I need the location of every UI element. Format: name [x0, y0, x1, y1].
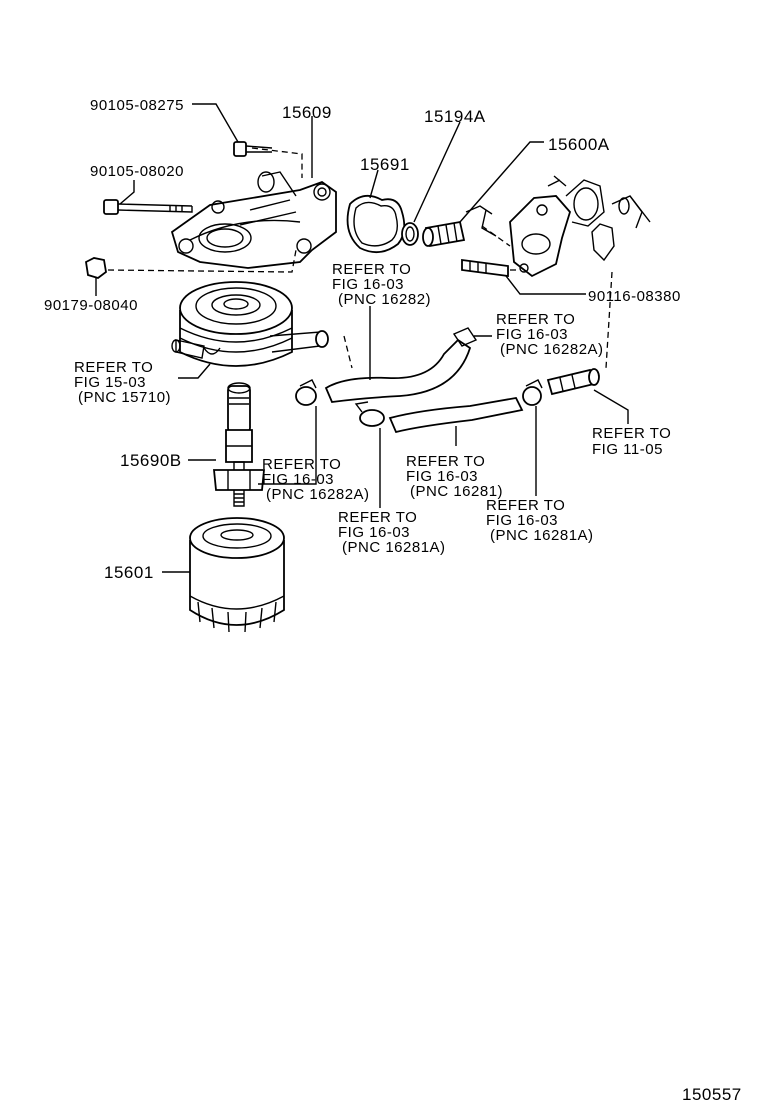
ref-line-3: (PNC 16282A)	[500, 341, 604, 358]
ref-line-1: REFER TO	[338, 509, 417, 526]
ref-line-3: (PNC 16281)	[410, 483, 503, 500]
ref-line-1: REFER TO	[262, 456, 341, 473]
o-ring-15194A	[401, 222, 419, 246]
label-15194A: 15194A	[424, 107, 486, 126]
ref-line-1: REFER TO	[592, 425, 671, 442]
gasket-15691	[346, 194, 406, 254]
illustration-number: 150557	[682, 1085, 742, 1104]
label-90105-08275: 90105-08275	[90, 97, 184, 114]
label-15609: 15609	[282, 103, 332, 122]
ref-line-2: FIG 11-05	[592, 441, 663, 458]
ref-line-1: REFER TO	[406, 453, 485, 470]
ref-line-2: FIG 16-03	[332, 276, 404, 293]
ref-line-2: FIG 16-03	[486, 512, 558, 529]
bolt-90105-08020	[103, 199, 193, 215]
ref-pnc-15710: REFER TO FIG 15-03 (PNC 15710)	[74, 359, 171, 406]
ref-fig-11-05: REFER TO FIG 11-05	[592, 425, 671, 458]
ref-line-3: (PNC 16282)	[338, 291, 431, 308]
ref-line-1: REFER TO	[332, 261, 411, 278]
ref-pnc-16281: REFER TO FIG 16-03 (PNC 16281)	[406, 453, 503, 500]
housing-assembly	[465, 175, 651, 278]
ref-pnc-16281A-right: REFER TO FIG 16-03 (PNC 16281A)	[486, 497, 594, 544]
ref-line-2: FIG 16-03	[262, 471, 334, 488]
union-bolt-15690B	[213, 382, 265, 507]
hose-clamp-left-lower	[354, 401, 385, 427]
bolt-90105-08275	[233, 141, 273, 157]
label-90179-08040: 90179-08040	[44, 297, 138, 314]
hose-clamp-right	[522, 379, 543, 406]
ref-line-3: (PNC 16281A)	[342, 539, 446, 556]
label-90105-08020: 90105-08020	[90, 163, 184, 180]
ref-line-3: (PNC 15710)	[78, 389, 171, 406]
oil-filter-15601	[189, 517, 285, 633]
hose-16282	[324, 327, 478, 403]
ref-pnc-16282A-low: REFER TO FIG 16-03 (PNC 16282A)	[262, 456, 370, 503]
oil-cooler-cover	[170, 171, 337, 269]
ref-line-1: REFER TO	[74, 359, 153, 376]
ref-line-1: REFER TO	[496, 311, 575, 328]
ref-line-2: FIG 16-03	[338, 524, 410, 541]
leader-lines	[95, 103, 629, 573]
label-90116-08380: 90116-08380	[588, 288, 681, 305]
nut-90179-08040	[85, 257, 107, 279]
ref-line-3: (PNC 16282A)	[266, 486, 370, 503]
ref-line-2: FIG 16-03	[406, 468, 478, 485]
stud-90116-08380	[461, 258, 520, 278]
ref-pnc-16282A-top: REFER TO FIG 16-03 (PNC 16282A)	[496, 311, 604, 358]
ref-line-1: REFER TO	[486, 497, 565, 514]
label-15600A: 15600A	[548, 135, 610, 154]
oil-cooler	[171, 281, 329, 367]
hose-clamp-left-upper	[295, 379, 317, 406]
pipe-fitting-11-05	[546, 368, 600, 396]
label-15691: 15691	[360, 155, 410, 174]
ref-line-2: FIG 15-03	[74, 374, 146, 391]
ref-line-3: (PNC 16281A)	[490, 527, 594, 544]
ref-pnc-16281A-left: REFER TO FIG 16-03 (PNC 16281A)	[338, 509, 446, 556]
ref-line-2: FIG 16-03	[496, 326, 568, 343]
label-15690B: 15690B	[120, 451, 182, 470]
labels: 90105-08275 15609 15194A 15600A 15691 90…	[44, 97, 742, 1104]
ref-pnc-16282: REFER TO FIG 16-03 (PNC 16282)	[332, 261, 431, 308]
label-15601: 15601	[104, 563, 154, 582]
hose-16281	[388, 396, 524, 434]
pipe-15600A	[422, 220, 466, 248]
